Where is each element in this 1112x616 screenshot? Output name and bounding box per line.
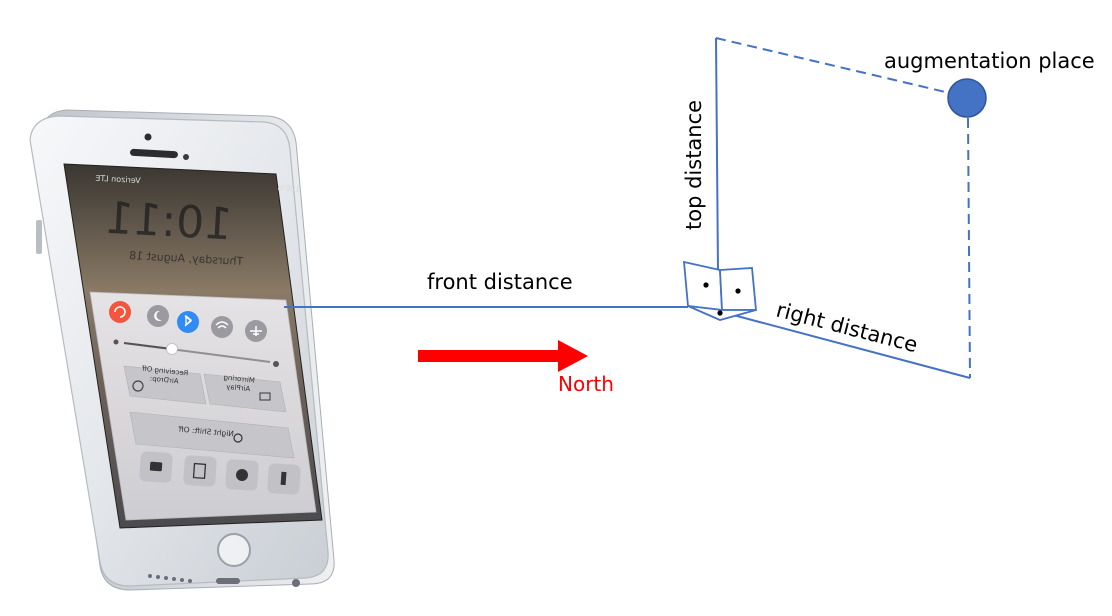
shortcut-row (139, 451, 301, 495)
bluetooth-toggle[interactable] (177, 311, 199, 333)
night-shift-icon (233, 433, 243, 443)
home-button[interactable] (217, 533, 251, 567)
airplay-label: AirPlay (226, 383, 251, 393)
wifi-icon (215, 321, 229, 329)
front-camera-icon (144, 133, 152, 141)
augmentation-place-label: augmentation place (884, 49, 1095, 73)
dashed-top-line (715, 37, 955, 95)
control-toggles (109, 301, 267, 342)
brightness-high-icon (273, 361, 279, 367)
front-distance-label: front distance (427, 270, 573, 294)
calculator-shortcut[interactable] (183, 455, 217, 487)
brightness-low-icon (113, 339, 119, 345)
timer-icon (236, 469, 248, 481)
flashlight-icon (280, 471, 287, 486)
headphone-jack (292, 579, 300, 587)
speaker-grille (148, 574, 192, 583)
brightness-slider-knob[interactable] (166, 343, 178, 355)
camera-icon (149, 461, 163, 472)
status-battery: 100% (277, 183, 301, 193)
night-shift-button[interactable]: Night Shift: Off (129, 411, 295, 459)
top-distance-label: top distance (682, 100, 706, 230)
airdrop-button[interactable]: AirDrop: Receiving Off (123, 365, 207, 405)
right-distance-line (721, 311, 971, 379)
status-carrier: Verizon LTE (95, 174, 141, 185)
calculator-icon (192, 462, 207, 480)
airplay-value: Mirroring (223, 373, 255, 384)
north-label: North (558, 372, 614, 396)
airplane-icon (250, 326, 262, 336)
cube-dot-bottom (717, 310, 723, 316)
wifi-toggle[interactable] (211, 316, 233, 338)
brightness-slider[interactable] (113, 339, 280, 368)
rotation-lock-toggle[interactable] (109, 301, 131, 323)
proximity-sensor (183, 154, 189, 160)
origin-cube (682, 260, 757, 321)
geometry-lines (284, 37, 971, 379)
smartphone: Verizon LTE 100% 10:11 Thursday, August … (29, 109, 335, 591)
earpiece (130, 148, 178, 159)
lock-time: 10:11 (104, 193, 233, 251)
moon-icon (154, 310, 162, 321)
top-distance-line (715, 37, 719, 273)
right-distance-label: right distance (774, 298, 920, 358)
augmentation-place-marker (947, 78, 987, 118)
volume-button (36, 220, 42, 254)
airplay-button[interactable]: AirPlay Mirroring (203, 373, 287, 413)
cube-dot-left (703, 282, 709, 288)
lightning-port (216, 578, 240, 584)
rotation-lock-icon (114, 306, 126, 318)
airplay-icon (259, 392, 271, 401)
dashed-drop-line (967, 117, 971, 379)
north-arrow (418, 340, 588, 372)
do-not-disturb-toggle[interactable] (147, 305, 169, 327)
cube-dot-right (735, 288, 741, 294)
airdrop-icon (132, 380, 144, 392)
lock-date: Thursday, August 18 (129, 249, 245, 268)
bluetooth-icon (184, 314, 193, 327)
airdrop-label: AirDrop: (149, 375, 178, 386)
